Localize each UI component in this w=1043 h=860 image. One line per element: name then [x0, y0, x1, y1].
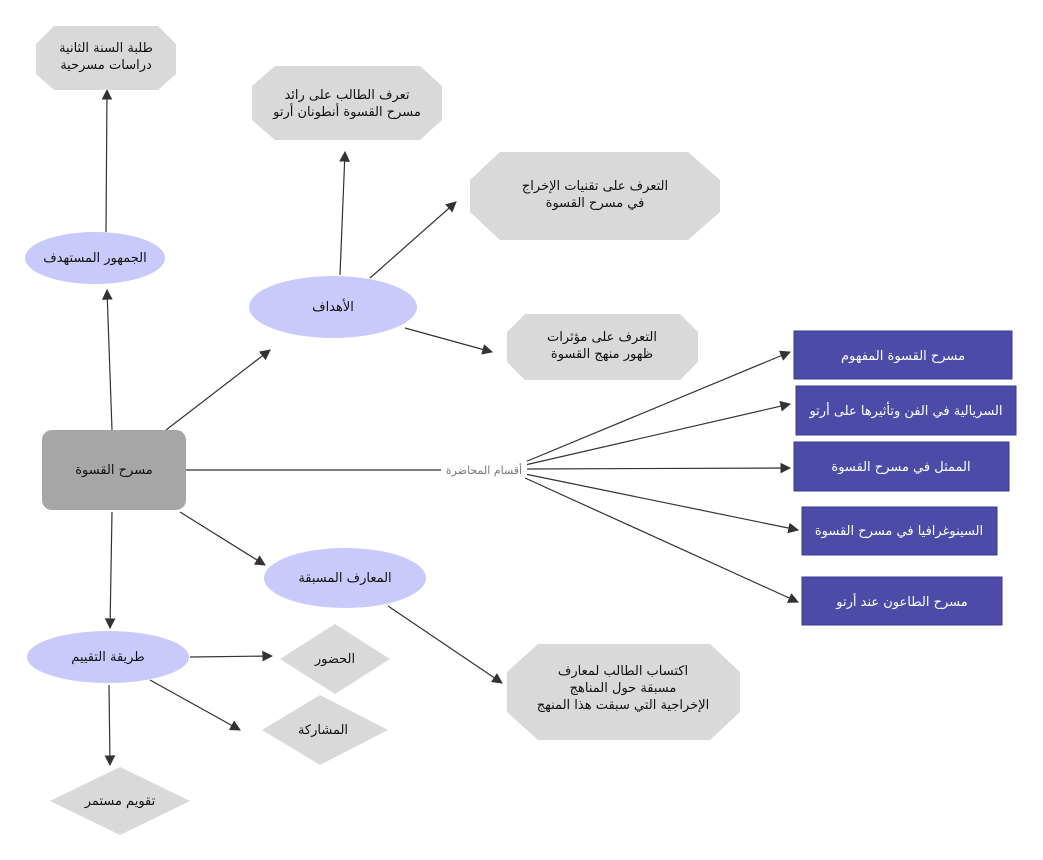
- edge-goals-goal2: [369, 201, 457, 279]
- prior-knowledge-node-label: المعارف المسبقة: [298, 571, 391, 586]
- edge-central-evaluation: [104, 511, 116, 630]
- edge-goals-goal3: [404, 327, 494, 355]
- prior-outcome-line2: مسبقة حول المناهج: [570, 681, 677, 696]
- audience-target-line1: طلبة السنة الثانية: [59, 41, 153, 56]
- central-node[interactable]: مسرح القسوة: [42, 430, 186, 510]
- section4-node[interactable]: السينوغرافيا في مسرح القسوة: [801, 506, 998, 556]
- edge-eval-attendance: [189, 650, 274, 662]
- goal1-line2: مسرح القسوة أنطونان أرتو: [272, 103, 421, 120]
- edge-eval-participation: [149, 679, 241, 731]
- section3-node[interactable]: الممثل في مسرح القسوة: [793, 441, 1010, 492]
- edge-prior-outcome: [387, 605, 503, 684]
- goal3-node[interactable]: التعرف على مؤثرات ظهور منهج القسوة: [507, 314, 698, 380]
- edge-sections-4: [524, 473, 800, 534]
- audience-node[interactable]: الجمهور المستهدف: [25, 232, 165, 284]
- section5-node-label: مسرح الطاعون عند أرتو: [835, 593, 967, 610]
- goal2-line1: التعرف على تقنيات الإخراج: [522, 179, 668, 194]
- central-node-label: مسرح القسوة: [75, 463, 153, 478]
- audience-target-line2: دراسات مسرحية: [60, 58, 152, 73]
- edge-goals-goal1: [339, 150, 351, 276]
- audience-node-label: الجمهور المستهدف: [43, 251, 147, 266]
- edge-audience-target: [101, 88, 113, 233]
- section4-node-label: السينوغرافيا في مسرح القسوة: [815, 524, 983, 539]
- continuous-eval-node-label: تقويم مستمر: [84, 794, 156, 809]
- section1-node[interactable]: مسرح القسوة المفهوم: [793, 330, 1013, 380]
- goal3-line2: ظهور منهج القسوة: [551, 347, 653, 362]
- edge-sections-2: [524, 400, 792, 466]
- section5-node[interactable]: مسرح الطاعون عند أرتو: [801, 576, 1003, 626]
- goal3-line1: التعرف على مؤثرات: [547, 330, 657, 345]
- edge-central-prior: [179, 511, 266, 566]
- section2-node[interactable]: السريالية في الفن وتأثيرها على أرتو: [795, 385, 1017, 436]
- section2-node-label: السريالية في الفن وتأثيرها على أرتو: [808, 401, 1002, 419]
- evaluation-node-label: طريقة التقييم: [71, 650, 144, 665]
- edge-sections-1: [524, 350, 791, 463]
- prior-knowledge-node[interactable]: المعارف المسبقة: [264, 548, 426, 608]
- goals-node-label: الأهداف: [312, 298, 354, 315]
- participation-node-label: المشاركة: [298, 723, 348, 738]
- edge-sections-3: [524, 462, 792, 474]
- edge-central-goals: [165, 349, 271, 431]
- prior-outcome-line3: الإخراجية التي سبقت هذا المنهج: [537, 698, 709, 713]
- edges: [101, 88, 800, 767]
- edge-eval-continuous: [104, 684, 116, 767]
- goal1-node[interactable]: تعرف الطالب على رائد مسرح القسوة أنطونان…: [252, 66, 442, 140]
- sections-edge-label: أقسام المحاضرة: [446, 463, 522, 477]
- goal1-line1: تعرف الطالب على رائد: [284, 88, 409, 103]
- participation-node[interactable]: المشاركة: [262, 695, 388, 765]
- prior-outcome-line1: اكتساب الطالب لمعارف: [558, 664, 688, 679]
- goal2-line2: في مسرح القسوة: [546, 196, 645, 211]
- prior-outcome-node[interactable]: اكتساب الطالب لمعارف مسبقة حول المناهج ا…: [507, 644, 740, 740]
- edge-sections-5: [524, 477, 799, 603]
- goal2-node[interactable]: التعرف على تقنيات الإخراج في مسرح القسوة: [470, 152, 720, 240]
- section1-node-label: مسرح القسوة المفهوم: [841, 349, 965, 364]
- goals-node[interactable]: الأهداف: [249, 276, 417, 338]
- audience-target-node[interactable]: طلبة السنة الثانية دراسات مسرحية: [36, 26, 176, 90]
- sections-label-bg: [441, 461, 527, 477]
- section3-node-label: الممثل في مسرح القسوة: [831, 460, 970, 475]
- edge-central-audience: [101, 288, 113, 431]
- evaluation-node[interactable]: طريقة التقييم: [27, 631, 189, 683]
- attendance-node[interactable]: الحضور: [280, 624, 390, 694]
- continuous-eval-node[interactable]: تقويم مستمر: [50, 767, 190, 835]
- attendance-node-label: الحضور: [314, 652, 355, 667]
